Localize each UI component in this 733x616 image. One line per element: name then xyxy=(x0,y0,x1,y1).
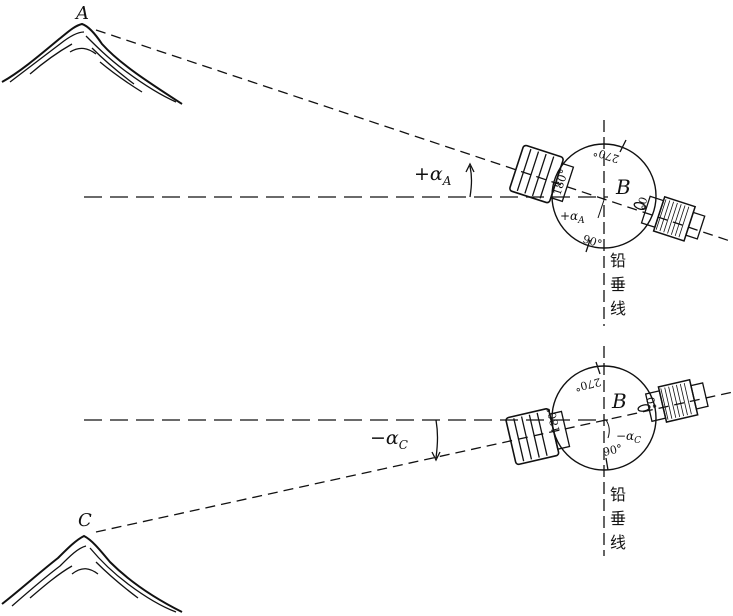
scale-90-bottom: 90° xyxy=(602,442,624,459)
scale-270-top: 270° xyxy=(592,145,621,166)
scale-90-top: 90° xyxy=(581,232,604,250)
scale-180-bottom: 180° xyxy=(544,406,563,435)
point-c-label: C xyxy=(78,510,92,531)
sight-line-c xyxy=(95,391,733,533)
plumb-line-bottom-char2: 垂 xyxy=(610,509,626,528)
clinometer-bottom xyxy=(505,346,709,556)
instrument-b-bottom-label: B xyxy=(611,389,627,413)
scale-0-bottom: 0° xyxy=(643,396,658,411)
inner-arc-bottom xyxy=(605,419,610,439)
mountain-c xyxy=(1,534,183,613)
clinometer-top xyxy=(509,120,706,326)
plumb-line-top-char1: 铅 xyxy=(610,251,626,270)
angle-arc-c xyxy=(435,419,439,459)
plumb-line-top-char2: 垂 xyxy=(610,275,626,294)
inner-arc-top xyxy=(597,199,605,219)
inner-angle-top: +αA xyxy=(560,209,585,226)
angle-arc-a xyxy=(469,165,473,198)
arrow-icon xyxy=(465,162,475,173)
scale-0-top: 0° xyxy=(633,195,649,211)
point-a-label: A xyxy=(74,3,89,24)
scale-270-bottom: 270° xyxy=(574,375,603,394)
plumb-line-bottom-char1: 铅 xyxy=(610,485,626,504)
angle-alpha-a-label: +αA xyxy=(414,163,452,188)
mountain-a xyxy=(1,22,183,105)
angle-alpha-c-label: −αC xyxy=(370,427,408,452)
arrow-icon xyxy=(431,451,441,462)
plumb-line-top-char3: 线 xyxy=(610,299,626,318)
inner-angle-bottom: −αC xyxy=(616,429,641,446)
plumb-line-bottom-char3: 线 xyxy=(610,533,626,552)
sight-line-a xyxy=(95,29,733,243)
instrument-b-top-label: B xyxy=(615,175,631,199)
